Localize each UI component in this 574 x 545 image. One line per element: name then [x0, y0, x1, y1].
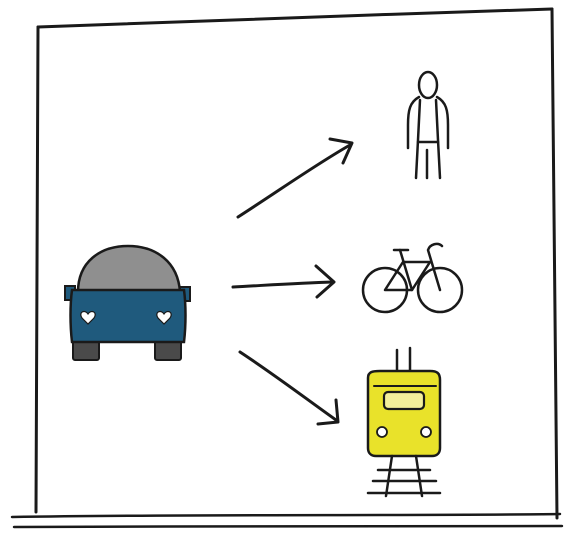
frame-bottom-line-2: [14, 526, 562, 527]
tram-sleepers: [368, 470, 440, 493]
frame-top-line: [38, 9, 552, 27]
arrow-line-down: [240, 352, 336, 420]
tram-rails: [386, 456, 422, 496]
tram-pantograph: [397, 348, 410, 372]
arrow-to-bicycle: [233, 266, 334, 297]
person-head: [419, 72, 437, 98]
frame-bottom-line-1: [12, 514, 560, 517]
car-roof: [78, 246, 180, 292]
frame-right-line: [552, 9, 557, 518]
tram-right-light: [421, 427, 431, 437]
arrow-line-middle: [233, 282, 332, 287]
bicycle-icon: [363, 244, 462, 312]
tram-window: [384, 392, 424, 409]
arrow-line-up: [238, 145, 350, 217]
tram-body: [368, 371, 440, 456]
car-icon: [65, 246, 190, 360]
tram-left-light: [377, 427, 387, 437]
arrow-to-tram: [240, 352, 338, 424]
arrow-to-pedestrian: [238, 139, 352, 217]
tram-icon: [368, 348, 440, 496]
person-icon: [408, 72, 448, 178]
frame-left-line: [36, 27, 38, 512]
